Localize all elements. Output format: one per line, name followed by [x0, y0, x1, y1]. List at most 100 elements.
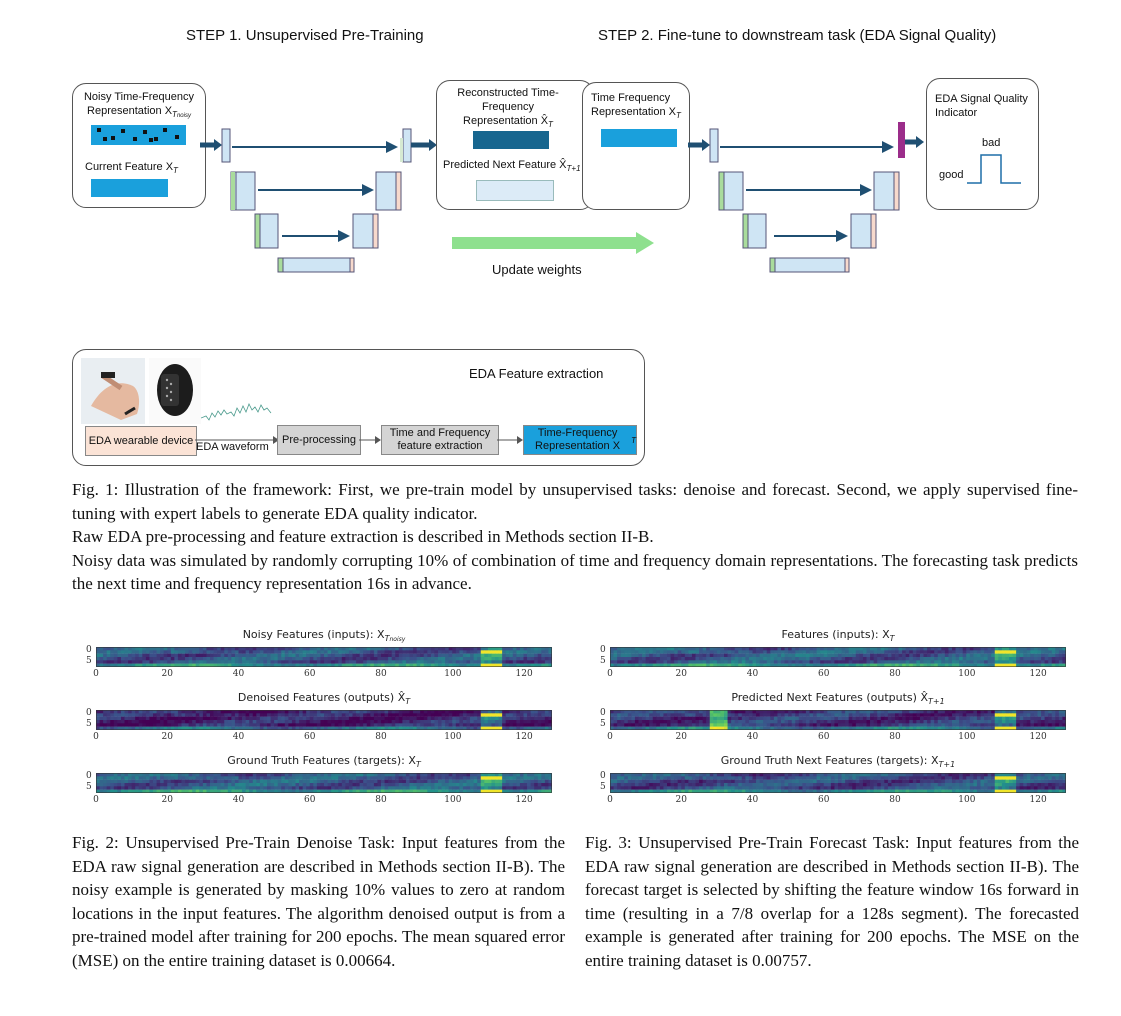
heatmap-strip: [96, 647, 552, 667]
y-tick-label: 5: [600, 719, 606, 729]
x-tick-label: 0: [607, 669, 613, 679]
x-tick-label: 60: [818, 732, 830, 742]
x-tick-label: 40: [232, 669, 245, 679]
x-tick-label: 100: [444, 669, 462, 679]
y-tick-label: 5: [86, 782, 92, 792]
predicted-next-label: Predicted Next Feature X̂T+1: [443, 159, 581, 174]
unet-pretrain-diagram: [200, 128, 437, 273]
wearable-device-image: [81, 358, 201, 424]
reconstructed-feature-bar: [473, 131, 549, 149]
noise-mask-pattern: [97, 128, 179, 142]
figure1-caption-line: Noisy data was simulated by randomly cor…: [72, 550, 1078, 594]
x-tick-label: 80: [889, 732, 901, 742]
bad-label: bad: [982, 137, 1001, 149]
noisy-representation-label: Noisy Time-Frequency Representation XTno…: [83, 91, 195, 120]
x-tick-label: 60: [304, 669, 316, 679]
x-tick-label: 40: [232, 795, 245, 805]
x-tick-label: 80: [889, 669, 901, 679]
x-tick-label: 100: [958, 732, 976, 742]
quality-indicator-box: EDA Signal Quality Indicator bad good: [926, 78, 1039, 210]
x-tick-label: 40: [746, 669, 759, 679]
x-tick-label: 0: [93, 732, 99, 742]
x-tick-label: 0: [607, 795, 613, 805]
x-tick-label: 20: [161, 669, 173, 679]
x-tick-label: 120: [1029, 795, 1047, 805]
heatmap-title: Features (inputs): XT: [781, 628, 895, 644]
y-tick-label: 5: [600, 656, 606, 666]
reconstructed-label: Reconstructed Time-Frequency Representat…: [457, 87, 559, 130]
x-tick-label: 80: [889, 795, 901, 805]
y-tick-label: 0: [86, 645, 92, 655]
x-tick-label: 40: [746, 795, 759, 805]
heatmap-title: Ground Truth Next Features (targets): XT…: [720, 754, 956, 770]
update-weights-label: Update weights: [492, 262, 582, 277]
x-tick-label: 0: [93, 669, 99, 679]
figure2-caption: Fig. 2: Unsupervised Pre-Train Denoise T…: [72, 833, 565, 970]
tf-representation-label: Time Frequency Representation XT: [591, 92, 681, 121]
heatmap-strip: [96, 710, 552, 730]
y-tick-label: 0: [600, 645, 606, 655]
x-tick-label: 120: [1029, 732, 1047, 742]
x-tick-label: 40: [232, 732, 245, 742]
y-tick-label: 0: [600, 708, 606, 718]
feature-extraction-title: EDA Feature extraction: [469, 366, 604, 381]
unet-finetune-diagram: [688, 122, 924, 273]
x-tick-label: 100: [444, 795, 462, 805]
x-tick-label: 120: [515, 732, 533, 742]
feature-extraction-panel: EDA Feature extraction EDA wearable devi…: [72, 349, 645, 466]
update-weights-arrow: [452, 232, 654, 254]
heatmap-title: Predicted Next Features (outputs) X̂T+1: [731, 691, 945, 707]
tf-feature-bar: [601, 129, 677, 147]
current-feature-bar: [91, 179, 168, 197]
x-tick-label: 60: [818, 669, 830, 679]
y-tick-label: 5: [600, 782, 606, 792]
preprocessing-box: Pre-processing: [277, 425, 361, 455]
quality-step-signal: [967, 154, 1021, 184]
current-feature-label: Current Feature XT: [85, 161, 178, 176]
y-tick-label: 0: [600, 771, 606, 781]
arrow-extraction: [497, 436, 523, 444]
figure3-caption: Fig. 3: Unsupervised Pre-Train Forecast …: [585, 833, 1079, 970]
eda-waveform-trace: [201, 403, 272, 421]
y-tick-label: 0: [86, 771, 92, 781]
heatmap-strip: [610, 710, 1066, 730]
x-tick-label: 80: [375, 732, 387, 742]
figure1-caption-line: Fig. 1: Illustration of the framework: F…: [72, 480, 1078, 523]
waveform-label: EDA waveform: [196, 441, 269, 453]
heatmap-title: Denoised Features (outputs) X̂T: [237, 691, 411, 707]
x-tick-label: 0: [607, 732, 613, 742]
x-tick-label: 60: [304, 732, 316, 742]
x-tick-label: 120: [515, 795, 533, 805]
step1-title: STEP 1. Unsupervised Pre-Training: [186, 27, 424, 44]
x-tick-label: 20: [161, 732, 173, 742]
input-feature-box: Noisy Time-Frequency Representation XTno…: [72, 83, 206, 208]
output-feature-box: Reconstructed Time-Frequency Representat…: [436, 80, 594, 210]
x-tick-label: 20: [161, 795, 173, 805]
arrow-preprocessing: [359, 436, 381, 444]
device-box: EDA wearable device: [85, 426, 197, 456]
x-tick-label: 60: [818, 795, 830, 805]
x-tick-label: 100: [958, 795, 976, 805]
noisy-feature-bar: [91, 125, 186, 145]
y-tick-label: 0: [86, 708, 92, 718]
heatmap-title: Noisy Features (inputs): XTnoisy: [242, 628, 406, 644]
step2-title: STEP 2. Fine-tune to downstream task (ED…: [598, 27, 997, 44]
good-label: good: [939, 169, 964, 181]
heatmap-strip: [610, 647, 1066, 667]
heatmap-strip: [610, 773, 1066, 793]
x-tick-label: 40: [746, 732, 759, 742]
figure1-caption-line: Raw EDA pre-processing and feature extra…: [72, 527, 654, 546]
x-tick-label: 100: [444, 732, 462, 742]
heatmap-strip: [96, 773, 552, 793]
x-tick-label: 0: [93, 795, 99, 805]
y-tick-label: 5: [86, 656, 92, 666]
x-tick-label: 20: [675, 732, 687, 742]
tf-representation-box: Time Frequency Representation XT: [582, 82, 690, 210]
x-tick-label: 20: [675, 795, 687, 805]
x-tick-label: 20: [675, 669, 687, 679]
y-tick-label: 5: [86, 719, 92, 729]
figure1-caption: Fig. 1: Illustration of the framework: F…: [72, 478, 1078, 596]
